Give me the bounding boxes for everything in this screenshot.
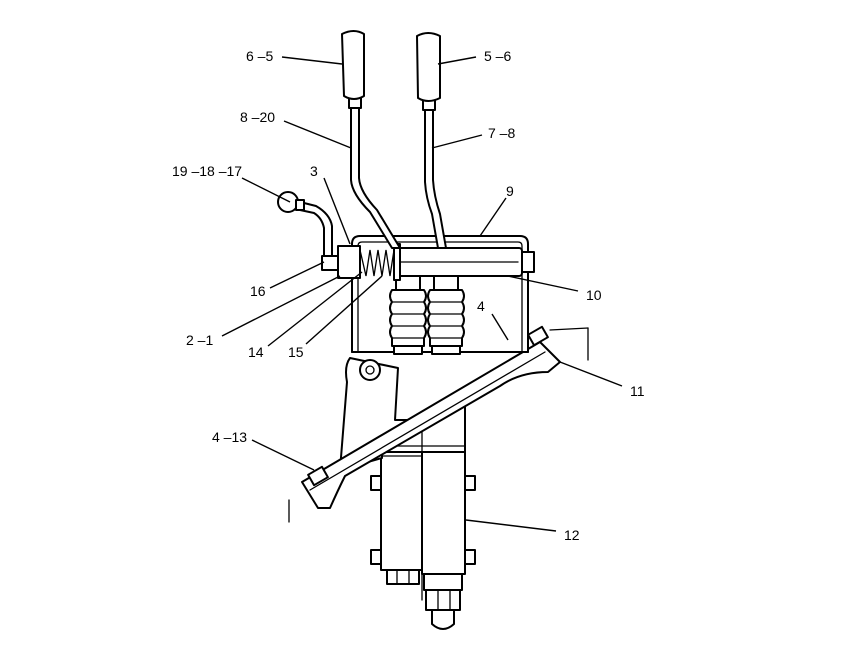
callout-6-5: 6 –5 <box>246 48 273 64</box>
callout-5-6: 5 –6 <box>484 48 511 64</box>
shaft <box>397 247 535 277</box>
callout-2-1: 2 –1 <box>186 332 213 348</box>
mounting-plate <box>288 327 589 523</box>
callout-4-13: 4 –13 <box>212 429 247 445</box>
callout-19-18-17: 19 –18 –17 <box>172 163 242 179</box>
right-lever <box>416 32 447 249</box>
callout-4: 4 <box>477 298 485 314</box>
callout-12: 12 <box>564 527 580 543</box>
bellows-left <box>389 275 427 355</box>
callout-8-20: 8 –20 <box>240 109 275 125</box>
left-lever <box>341 30 401 249</box>
callout-3: 3 <box>310 163 318 179</box>
leader-lines <box>221 56 623 532</box>
callout-15: 15 <box>288 344 304 360</box>
callout-7-8: 7 –8 <box>488 125 515 141</box>
callout-labels: 6 –5 5 –6 8 –20 7 –8 19 –18 –17 3 9 16 1… <box>172 48 645 543</box>
callout-16: 16 <box>250 283 266 299</box>
side-lever <box>277 191 333 257</box>
callout-10: 10 <box>586 287 602 303</box>
callout-9: 9 <box>506 183 514 199</box>
callout-14: 14 <box>248 344 264 360</box>
bellows-right <box>427 275 465 355</box>
callout-11: 11 <box>630 383 645 399</box>
valve-body <box>370 451 476 630</box>
